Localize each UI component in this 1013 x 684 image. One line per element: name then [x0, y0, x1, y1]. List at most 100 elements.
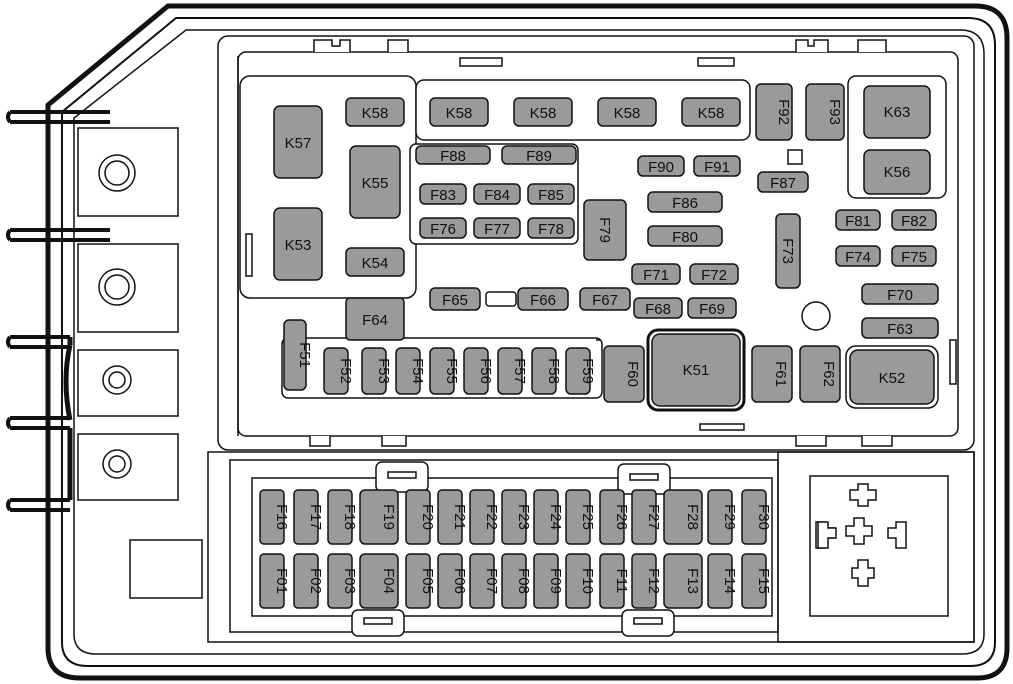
label-f62: F62 — [820, 361, 837, 387]
latches — [309, 39, 893, 637]
label-f76: F76 — [430, 221, 456, 238]
fuses-upper — [283, 83, 939, 403]
label-f17: F17 — [307, 504, 324, 530]
label-f72: F72 — [701, 267, 727, 284]
label-f78: F78 — [538, 221, 564, 238]
label-k58-3: K58 — [530, 105, 557, 122]
label-f20: F20 — [419, 504, 436, 530]
label-f79: F79 — [596, 217, 613, 243]
label-f23: F23 — [515, 504, 532, 530]
label-f59: F59 — [579, 358, 596, 384]
label-f91: F91 — [704, 159, 730, 176]
label-f90: F90 — [648, 159, 674, 176]
label-f01: F01 — [273, 568, 290, 594]
relay-k54 — [345, 247, 405, 277]
relay-k58-1 — [345, 97, 405, 127]
label-f06: F06 — [451, 568, 468, 594]
relay-k58-3 — [513, 97, 573, 127]
label-f87: F87 — [770, 175, 796, 192]
label-f12: F12 — [645, 568, 662, 594]
label-f11: F11 — [613, 569, 630, 594]
label-f21: F21 — [451, 504, 468, 530]
label-k58-5: K58 — [698, 105, 725, 122]
label-k63: K63 — [884, 104, 911, 121]
mounting-tabs — [6, 110, 110, 512]
label-f60: F60 — [624, 361, 641, 387]
relay-k58-5 — [681, 97, 741, 127]
labels: K57 K58 K58 K58 K58 K58 K55 K53 K54 K63 … — [273, 99, 927, 594]
label-f70: F70 — [887, 287, 913, 304]
label-k51: K51 — [683, 362, 710, 379]
relay-k58-4 — [597, 97, 657, 127]
relay-k57 — [273, 105, 323, 179]
bolt-holes — [77, 127, 203, 599]
label-f67: F67 — [592, 292, 618, 309]
label-f55: F55 — [443, 358, 460, 384]
label-f05: F05 — [419, 568, 436, 594]
label-f10: F10 — [579, 568, 596, 594]
relay-k63 — [863, 85, 931, 139]
label-f09: F09 — [547, 568, 564, 594]
label-f08: F08 — [515, 568, 532, 594]
label-k55: K55 — [362, 175, 389, 192]
label-f24: F24 — [547, 504, 564, 530]
label-f89: F89 — [526, 148, 552, 165]
label-f71: F71 — [643, 267, 669, 284]
label-f75: F75 — [901, 249, 927, 266]
label-f65: F65 — [442, 292, 468, 309]
label-f52: F52 — [337, 358, 354, 384]
relay-socket — [815, 483, 907, 587]
label-f68: F68 — [645, 301, 671, 318]
housing — [45, 3, 1010, 681]
label-k56: K56 — [884, 164, 911, 181]
label-f15: F15 — [755, 568, 772, 594]
label-f07: F07 — [483, 568, 500, 594]
label-f54: F54 — [409, 358, 426, 384]
label-f66: F66 — [530, 292, 556, 309]
label-k58-4: K58 — [614, 105, 641, 122]
label-f28: F28 — [684, 504, 701, 530]
label-k58-1: K58 — [362, 105, 389, 122]
label-f93: F93 — [826, 99, 843, 125]
label-k53: K53 — [285, 237, 312, 254]
label-f88: F88 — [440, 148, 466, 165]
label-f14: F14 — [721, 568, 738, 594]
label-f86: F86 — [672, 195, 698, 212]
label-f73: F73 — [779, 238, 796, 264]
label-f84: F84 — [484, 187, 510, 204]
label-f81: F81 — [845, 213, 871, 230]
label-f82: F82 — [901, 213, 927, 230]
label-f56: F56 — [477, 358, 494, 384]
label-k54: K54 — [362, 255, 389, 272]
label-f29: F29 — [721, 504, 738, 530]
relay-k52 — [845, 345, 939, 409]
relays — [273, 85, 939, 412]
label-f18: F18 — [341, 504, 358, 530]
label-f02: F02 — [307, 568, 324, 594]
label-f03: F03 — [341, 568, 358, 594]
label-f30: F30 — [755, 504, 772, 530]
label-f69: F69 — [699, 301, 725, 318]
label-f64: F64 — [362, 312, 388, 329]
relay-k56 — [863, 149, 931, 195]
label-f58: F58 — [545, 358, 562, 384]
label-k58-2: K58 — [446, 105, 473, 122]
label-f51: F51 — [296, 342, 313, 368]
label-f85: F85 — [538, 187, 564, 204]
relay-k55 — [349, 145, 401, 219]
relay-k58-2 — [429, 97, 489, 127]
label-f22: F22 — [483, 504, 500, 530]
label-f57: F57 — [511, 358, 528, 384]
label-f92: F92 — [775, 99, 792, 125]
label-f74: F74 — [845, 249, 871, 266]
label-f04: F04 — [380, 568, 397, 594]
relay-k53 — [273, 207, 323, 281]
label-f27: F27 — [645, 504, 662, 530]
label-f13: F13 — [684, 568, 701, 594]
label-f83: F83 — [430, 187, 456, 204]
label-k52: K52 — [879, 370, 906, 387]
label-f19: F19 — [380, 504, 397, 530]
fuses-lower — [259, 489, 767, 609]
frames — [207, 35, 975, 643]
